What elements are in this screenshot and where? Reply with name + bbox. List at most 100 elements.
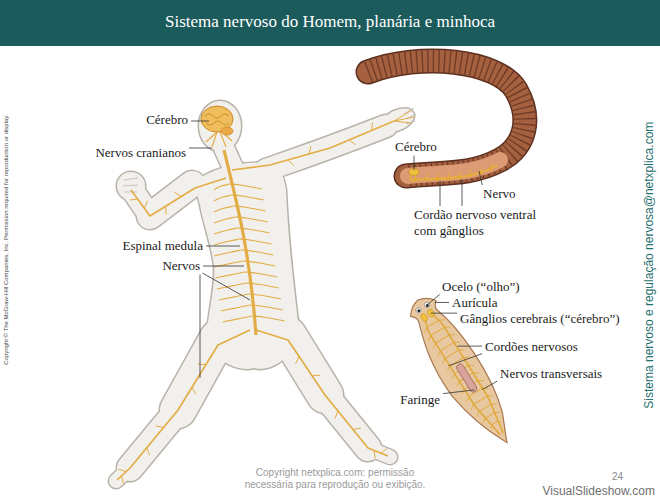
nerve: [251, 305, 283, 310]
leader-line: [414, 156, 415, 170]
nerve: [131, 178, 226, 216]
leader-line: [482, 381, 497, 390]
part-label: Cordões nervosos: [485, 339, 578, 355]
eyespot: [417, 309, 421, 313]
eyespot: [425, 303, 429, 307]
leader-line: [435, 302, 449, 303]
fist: [117, 172, 145, 200]
brain-fold: [205, 114, 229, 118]
transverse-nerve: [427, 320, 439, 328]
cerebral-ganglion: [419, 312, 428, 322]
fist: [117, 172, 145, 200]
head: [199, 101, 241, 151]
lateral-nerve: [422, 328, 428, 333]
segment-nerve: [448, 172, 449, 178]
lateral-nerve: [436, 351, 442, 356]
leader-line: [462, 179, 463, 206]
nerve-branch: [349, 140, 355, 145]
transverse-nerve: [492, 421, 499, 425]
nerve-branch: [335, 411, 338, 419]
lateral-nerve: [470, 404, 476, 409]
nerve-branch: [309, 146, 311, 154]
lateral-nerve: [491, 401, 497, 406]
nerve-branch: [118, 469, 126, 471]
worm-segments: [368, 61, 525, 176]
lateral-nerve: [431, 343, 437, 348]
nerve-branch: [296, 357, 300, 364]
lateral-nerve: [475, 411, 481, 416]
nerve: [214, 195, 232, 201]
leader-line: [431, 313, 457, 314]
nerve: [223, 316, 253, 322]
nerve-branch: [165, 206, 166, 214]
part-label: Cordão nervoso ventral com gânglios: [414, 207, 559, 238]
brain-fold: [206, 121, 229, 125]
nerve-branch: [144, 201, 147, 208]
spinal-cord: [224, 150, 256, 335]
nerve-branch: [192, 387, 196, 394]
nerve-branch: [198, 364, 206, 365]
part-label: Nervos cranianos: [95, 145, 186, 161]
nerve: [214, 217, 236, 223]
segment-nerve: [437, 173, 438, 179]
ventral-nerve-cord: [410, 165, 498, 180]
watermark: Copyright netxplica.com: permissão neces…: [240, 467, 430, 491]
nerve-branch: [288, 160, 294, 166]
segment-nerve: [470, 169, 471, 175]
leader-line: [191, 121, 209, 122]
nerve: [117, 330, 250, 480]
transverse-nerve: [474, 396, 488, 404]
nerve: [214, 239, 239, 245]
hand: [378, 104, 417, 136]
worm-outline: [368, 61, 525, 176]
part-label: Ocelo (“olho”): [442, 279, 520, 295]
nerve-branch: [353, 428, 361, 429]
lateral-nerve: [459, 347, 465, 352]
page-number: 24: [612, 471, 623, 483]
finger-crease: [124, 178, 138, 180]
lateral-nerve: [455, 381, 461, 386]
earthworm: [368, 61, 525, 182]
lateral-nerve: [446, 366, 452, 371]
nerve-branch: [312, 375, 320, 377]
leader-line: [457, 346, 482, 347]
segment-nerve: [491, 163, 492, 169]
part-label: Aurícula: [452, 295, 497, 311]
lateral-nerve: [454, 340, 460, 345]
nerve-branch: [174, 193, 181, 197]
nerve: [214, 184, 230, 190]
nerve: [214, 250, 241, 256]
nerve-branch: [371, 122, 373, 130]
nerve-branch: [147, 448, 150, 456]
cranial-nerve: [212, 132, 217, 147]
nerve: [221, 305, 251, 311]
nerve: [256, 330, 388, 456]
part-label: Cérebro: [395, 139, 437, 155]
leader-line: [189, 148, 212, 149]
finger-crease: [404, 108, 414, 114]
lateral-nerve: [498, 420, 501, 424]
transverse-nerve: [440, 342, 454, 350]
nerve: [394, 121, 411, 123]
part-label: Nervos transversais: [500, 366, 602, 382]
finger-crease: [124, 192, 137, 193]
lateral-nerve: [449, 332, 455, 337]
nerve: [253, 316, 285, 321]
nerve: [232, 121, 394, 170]
segment-nerve: [481, 167, 482, 173]
leader-line: [200, 275, 201, 378]
eyespot-ring: [415, 307, 422, 314]
leader-line: [203, 273, 250, 300]
site-credit: Sistema nervoso e regulação nervosa@netx…: [642, 121, 656, 408]
leader-line: [479, 171, 482, 185]
part-label: Cérebro: [146, 112, 188, 128]
leader-line: [440, 181, 441, 206]
header-bar: [0, 0, 660, 46]
lateral-nerve: [441, 359, 447, 364]
worm-body: [368, 61, 525, 176]
nerve-branch: [374, 450, 375, 458]
transverse-nerve: [486, 413, 495, 419]
segment-nerve: [426, 173, 427, 179]
